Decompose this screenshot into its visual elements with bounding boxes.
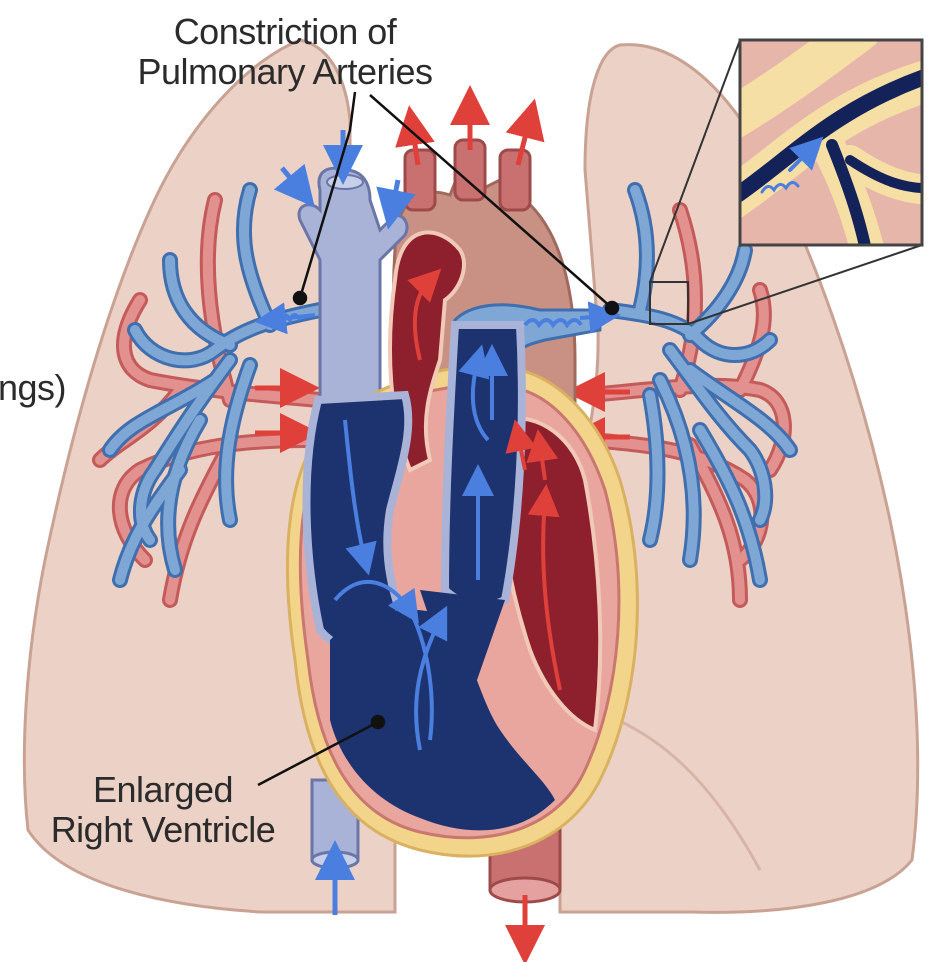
constriction-label-line1: Constriction of <box>110 12 460 52</box>
magnified-vessel-inset <box>730 30 935 260</box>
cropped-left-label: ngs) <box>0 368 66 408</box>
constriction-of-pulmonary-arteries-label: Constriction of Pulmonary Arteries <box>110 12 460 92</box>
enlarged-label-line2: Right Ventricle <box>18 810 308 850</box>
enlarged-label-line1: Enlarged <box>18 770 308 810</box>
enlarged-right-ventricle-label: Enlarged Right Ventricle <box>18 770 308 850</box>
constriction-label-line2: Pulmonary Arteries <box>110 52 460 92</box>
